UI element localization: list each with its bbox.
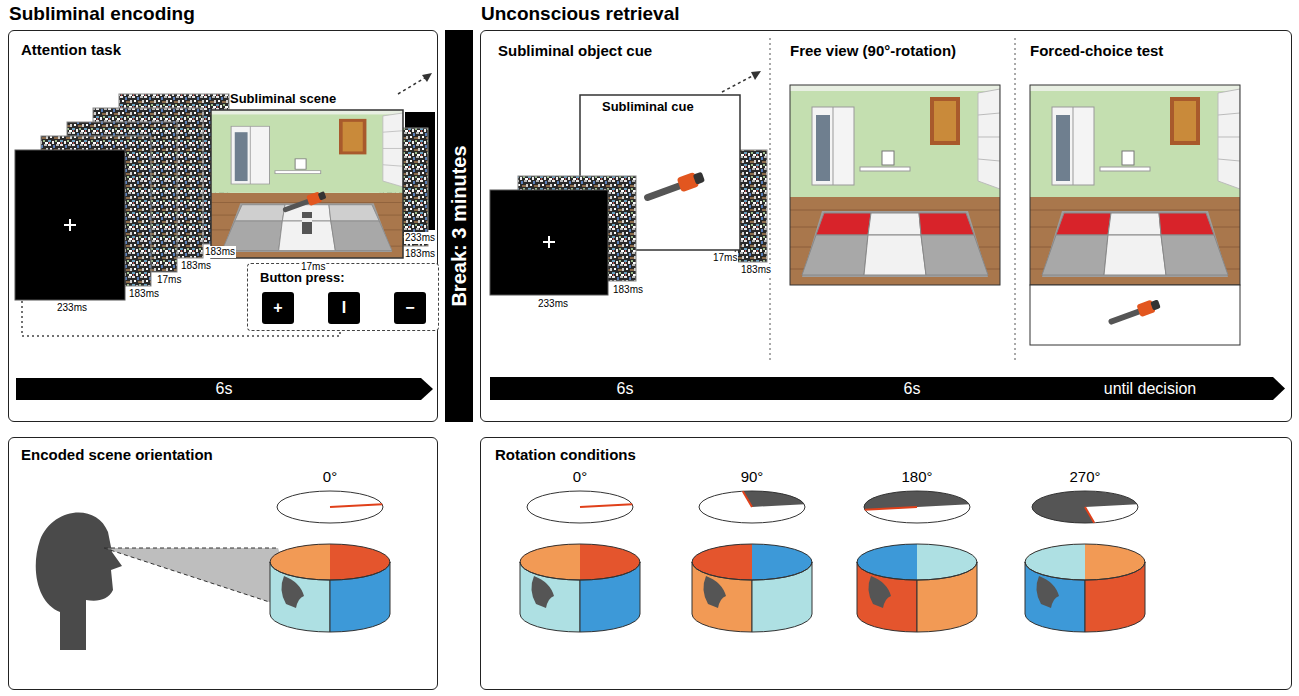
duration-label: until decision bbox=[1104, 379, 1197, 398]
timing-label: 183ms bbox=[740, 264, 772, 276]
duration-label: 6s bbox=[617, 379, 634, 398]
duration-label: 6s bbox=[216, 379, 233, 398]
angle-label: 0° bbox=[573, 468, 587, 486]
panel-title: Rotation conditions bbox=[495, 446, 636, 464]
panel-heading: Unconscious retrieval bbox=[481, 3, 680, 26]
response-button: + bbox=[262, 292, 294, 324]
timing-label: 183ms bbox=[128, 288, 160, 300]
response-button: I bbox=[328, 292, 360, 324]
timeline-arrow: 6s bbox=[16, 378, 433, 400]
break-label: Break: 3 minutes bbox=[447, 145, 471, 306]
timing-label: 17ms bbox=[156, 274, 182, 286]
angle-label: 0° bbox=[323, 468, 337, 486]
timing-label: 183ms bbox=[180, 260, 212, 272]
timing-label: 233ms bbox=[537, 298, 569, 310]
retrieval-panel: Unconscious retrieval6s6suntil decision bbox=[480, 30, 1292, 422]
duration-label: 6s bbox=[904, 379, 921, 398]
section-title: Subliminal object cue bbox=[498, 42, 652, 60]
break-bar: Break: 3 minutes bbox=[445, 30, 473, 422]
panel-title: Attention task bbox=[21, 41, 121, 59]
button-label: + bbox=[273, 298, 282, 317]
timing-label: 17ms bbox=[300, 261, 326, 273]
section-title: Forced-choice test bbox=[1030, 42, 1163, 60]
timing-label: 183ms bbox=[404, 248, 436, 260]
section-title: Free view (90°-rotation) bbox=[790, 42, 956, 60]
response-box: Button press:+I− bbox=[247, 263, 439, 331]
button-label: − bbox=[405, 298, 414, 317]
rotation-panel: Rotation conditions bbox=[480, 437, 1292, 690]
response-button: − bbox=[394, 292, 426, 324]
timing-label: 233ms bbox=[56, 302, 88, 314]
angle-label: 180° bbox=[901, 468, 932, 486]
timing-label: 233ms bbox=[404, 232, 436, 244]
frame-label: Subliminal cue bbox=[602, 99, 694, 115]
orientation-panel: Encoded scene orientation bbox=[8, 437, 438, 690]
panel-title: Encoded scene orientation bbox=[21, 446, 213, 464]
button-label: I bbox=[342, 298, 346, 317]
timing-label: 183ms bbox=[204, 246, 236, 258]
panel-heading: Subliminal encoding bbox=[9, 3, 195, 26]
timing-label: 183ms bbox=[612, 284, 644, 296]
angle-label: 270° bbox=[1069, 468, 1100, 486]
angle-label: 90° bbox=[741, 468, 764, 486]
timeline-arrow: 6s 6s until decision bbox=[490, 377, 1285, 400]
timing-label: 17ms bbox=[712, 252, 738, 264]
frame-label: Subliminal scene bbox=[230, 91, 336, 107]
task-panel: Subliminal encodingAttention taskButton … bbox=[8, 30, 438, 422]
